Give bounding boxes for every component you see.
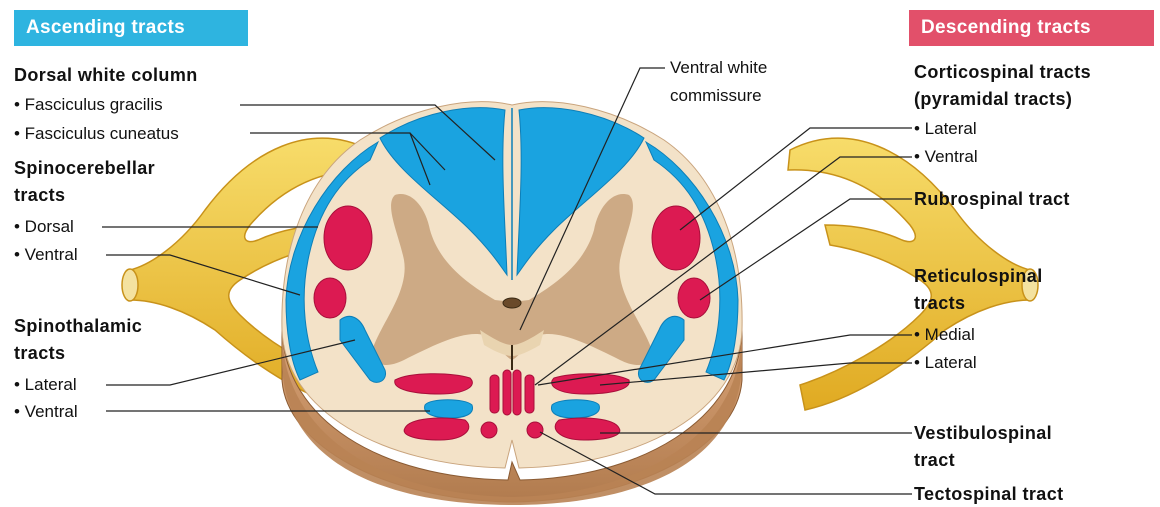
spinocerebellar-heading-line2: tracts <box>14 185 65 205</box>
ventral-spinothalamic-label: • Ventral <box>14 402 78 422</box>
vestibulospinal-label-line1: Vestibulospinal <box>914 423 1052 443</box>
vestibulospinal-label-line2: tract <box>914 450 955 470</box>
fasciculus-cuneatus-label: • Fasciculus cuneatus <box>14 124 179 144</box>
lateral-reticulospinal-label: • Lateral <box>914 353 977 373</box>
lateral-corticospinal-label: • Lateral <box>914 119 977 139</box>
central-canal <box>503 298 521 308</box>
ventral-white-commissure-label-line2: commissure <box>670 86 762 106</box>
rubrospinal-tract-label: Rubrospinal tract <box>914 189 1070 209</box>
reticulospinal-heading-line2: tracts <box>914 293 965 313</box>
lateral-spinothalamic-label: • Lateral <box>14 375 77 395</box>
ventral-corticospinal-label: • Ventral <box>914 147 978 167</box>
ascending-tracts-badge: Ascending tracts <box>14 10 248 46</box>
spinothalamic-heading-line2: tracts <box>14 343 65 363</box>
spinocerebellar-heading-line1: Spinocerebellar <box>14 158 155 178</box>
corticospinal-heading-line1: Corticospinal tracts <box>914 62 1091 82</box>
spinothalamic-heading-line1: Spinothalamic <box>14 316 142 336</box>
corticospinal-heading-line2: (pyramidal tracts) <box>914 89 1072 109</box>
dorsal-white-column-heading: Dorsal white column <box>14 65 198 85</box>
descending-tracts-badge: Descending tracts <box>909 10 1154 46</box>
dorsal-spinocerebellar-label: • Dorsal <box>14 217 74 237</box>
fasciculus-gracilis-label: • Fasciculus gracilis <box>14 95 163 115</box>
spinothalamic-ventral-left <box>425 400 473 418</box>
reticulospinal-heading-line1: Reticulospinal <box>914 266 1043 286</box>
ventral-white-commissure-label-line1: Ventral white <box>670 58 767 78</box>
ventral-spinocerebellar-label: • Ventral <box>14 245 78 265</box>
medial-reticulospinal-label: • Medial <box>914 325 975 345</box>
tectospinal-tract-label: Tectospinal tract <box>914 484 1064 504</box>
